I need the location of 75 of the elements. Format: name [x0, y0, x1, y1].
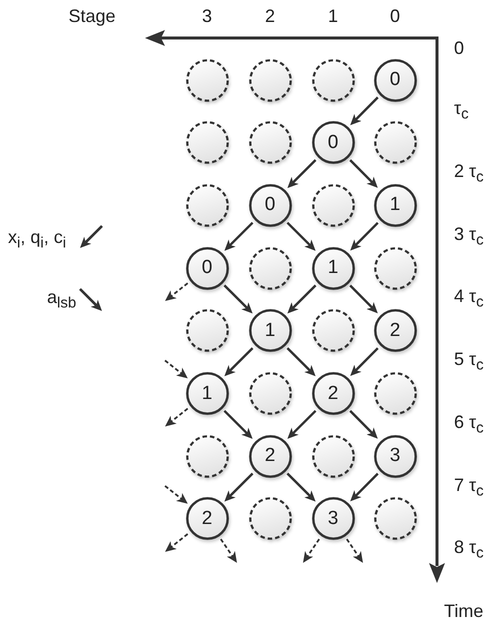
- numbered-circle: 1: [374, 184, 416, 227]
- dashed-circle: [186, 121, 228, 164]
- numbered-circle: 1: [186, 372, 228, 415]
- tick-label: τ$_{c}$: [454, 99, 469, 124]
- numbered-circle: 2: [248, 434, 292, 478]
- dashed-circle: [312, 434, 354, 478]
- dashed-circle: [312, 309, 354, 352]
- arrow: [224, 284, 253, 314]
- axis-title: Stage: [68, 7, 116, 27]
- dashed-circle: [312, 184, 354, 227]
- tick-label: 3: [202, 7, 212, 27]
- numbered-circle: 0: [248, 184, 292, 227]
- tick-label: 3 τ$_{c}$: [454, 224, 484, 249]
- dashed-circle: [186, 184, 228, 227]
- tick-label: 6 τ$_{c}$: [454, 412, 484, 437]
- numbered-circle: 3: [374, 434, 416, 478]
- numbered-circle: 1: [248, 309, 292, 352]
- dashed-circle: [186, 309, 228, 352]
- arrow: [349, 159, 378, 188]
- dashed-circle: [248, 372, 292, 415]
- numbered-circle: 3: [312, 497, 354, 540]
- arrow: [287, 410, 316, 439]
- tick-label: 2: [265, 7, 275, 27]
- numbered-circle: 2: [312, 372, 354, 415]
- tick-label: 2 τ$_{c}$: [454, 162, 484, 186]
- arrow: [165, 533, 188, 552]
- arrow: [220, 538, 237, 563]
- dashed-circle: [186, 434, 228, 478]
- dashed-circle: [248, 497, 292, 540]
- tick-label: 4 τ$_{c}$: [454, 287, 484, 312]
- numbered-circle: 2: [374, 309, 416, 352]
- arrow: [350, 347, 379, 376]
- arrow: [349, 284, 378, 314]
- tick-label: 8 τ$_{c}$: [454, 538, 484, 562]
- arrow: [303, 538, 320, 563]
- dashed-circle: [312, 58, 354, 102]
- numbered-circle: 0: [374, 58, 416, 102]
- numbered-circle: 0: [186, 246, 228, 290]
- legend-label: a$_{lsb}$: [47, 288, 76, 312]
- arrow: [224, 222, 254, 251]
- tick-label: 0: [390, 7, 400, 27]
- arrow: [164, 485, 188, 504]
- arrow: [164, 360, 188, 378]
- numbered-circle: 1: [312, 246, 354, 290]
- arrow: [350, 222, 379, 251]
- tick-label: 5 τ$_{c}$: [454, 350, 484, 374]
- arrow: [165, 408, 188, 426]
- dashed-circle: [186, 58, 228, 102]
- tick-label: 7 τ$_{c}$: [454, 476, 484, 500]
- arrow: [287, 284, 316, 314]
- dashed-circle: [374, 121, 416, 164]
- arrow: [165, 282, 188, 302]
- arrow: [224, 472, 254, 502]
- arrow: [350, 472, 379, 502]
- arrow: [346, 538, 363, 563]
- arrow: [224, 347, 254, 376]
- dashed-circle: [374, 372, 416, 415]
- dashed-circle: [374, 497, 416, 540]
- arrow: [286, 347, 316, 376]
- dashed-circle: [248, 58, 292, 102]
- arrow: [350, 96, 379, 126]
- dashed-circle: [374, 246, 416, 290]
- legend-label: x$_{i}$, q$_{i}$, c$_{i}$: [8, 228, 66, 252]
- axis-title: Time: [444, 602, 484, 622]
- numbered-circle: 0: [312, 121, 354, 164]
- dashed-circle: [248, 121, 292, 164]
- arrow: [349, 410, 378, 439]
- arrow: [286, 472, 316, 502]
- tick-label: 1: [328, 7, 338, 27]
- tick-label: 0: [454, 38, 464, 59]
- arrow: [287, 159, 316, 188]
- arrow: [286, 222, 316, 251]
- arrow: [224, 410, 253, 439]
- numbered-circle: 2: [186, 497, 228, 540]
- dashed-circle: [248, 246, 292, 290]
